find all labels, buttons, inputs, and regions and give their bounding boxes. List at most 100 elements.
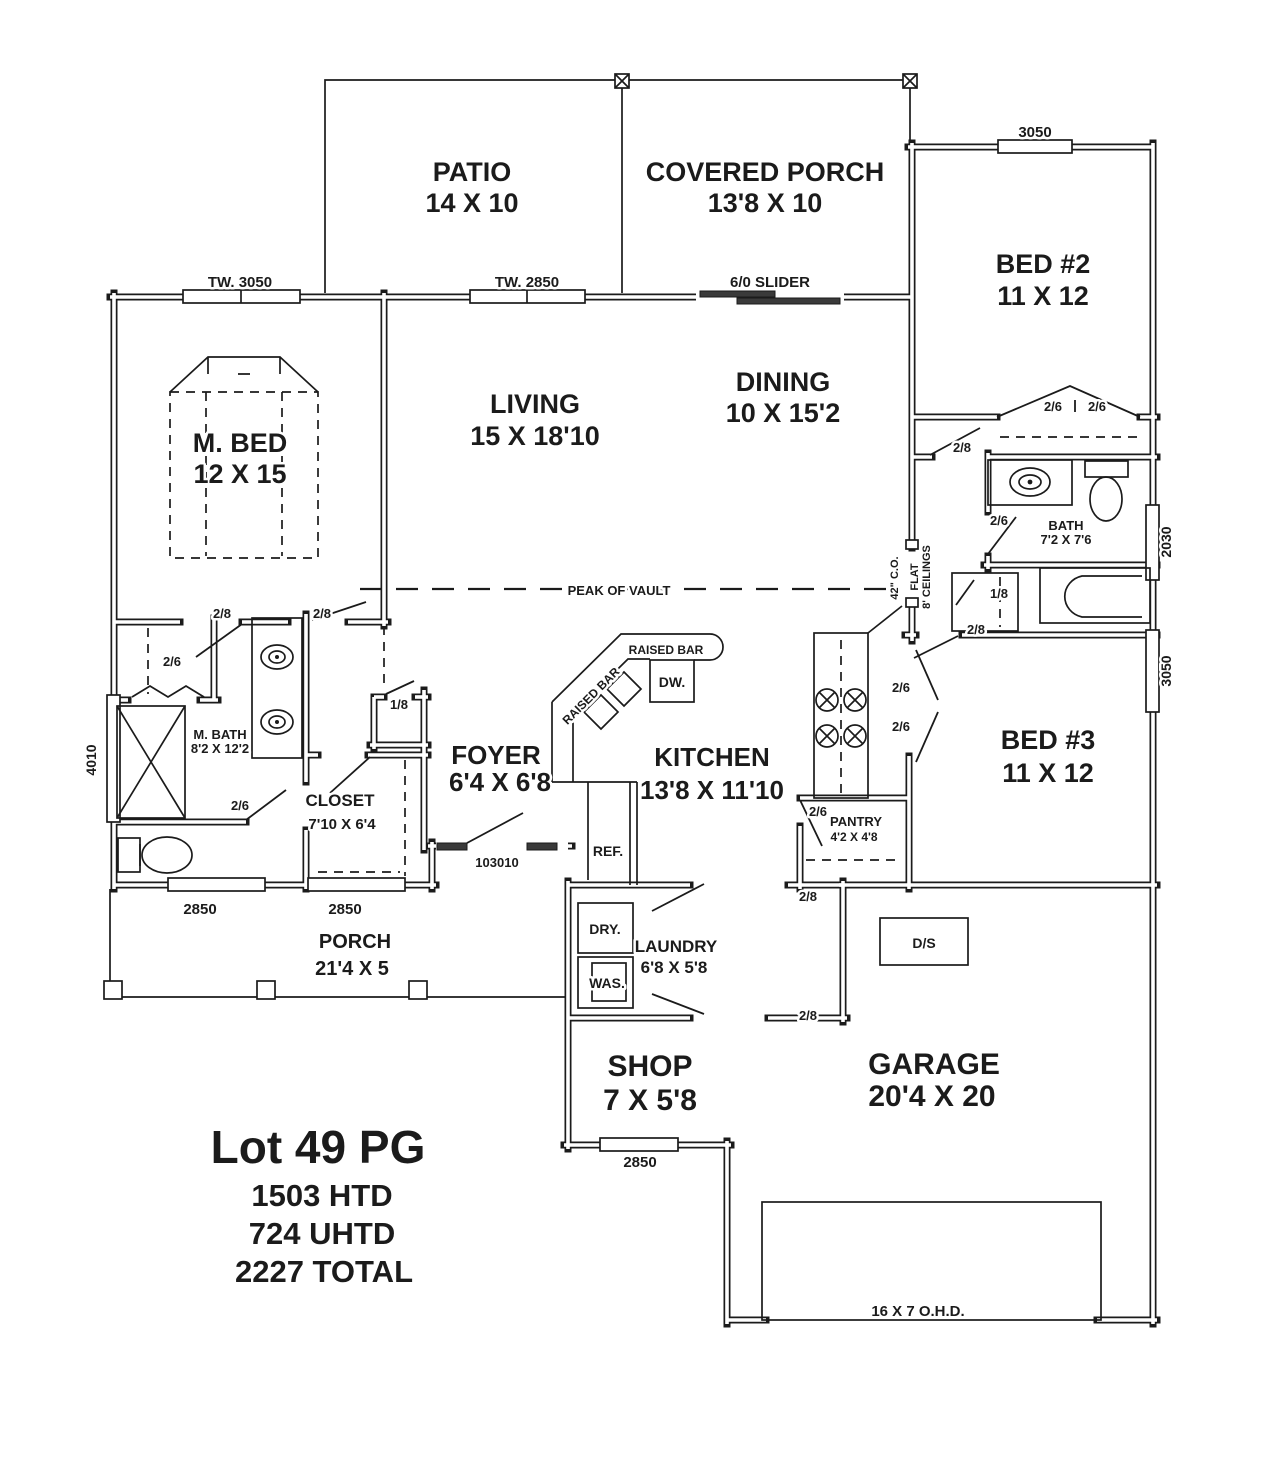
window-label-tw3050: TW. 3050 [208, 274, 272, 291]
range-burners [815, 688, 867, 748]
labels: PATIO 14 X 10 COVERED PORCH 13'8 X 10 BE… [81, 122, 1177, 1323]
room-dims-pantry: 4'2 X 4'8 [830, 830, 877, 844]
room-label-dining: DINING [736, 367, 831, 397]
dryer-box [577, 902, 634, 954]
room-label-kitchen: KITCHEN [654, 742, 770, 772]
room-dims-shop: 7 X 5'8 [603, 1084, 697, 1117]
room-label-bed3: BED #3 [1001, 725, 1096, 755]
room-dims-covered-porch: 13'8 X 10 [708, 188, 823, 218]
room-dims-living: 15 X 18'10 [470, 421, 600, 451]
window-label-entry-103010: 103010 [475, 855, 518, 870]
window-label-porch-2850-a: 2850 [183, 901, 216, 918]
sink-basin [605, 670, 643, 708]
room-dims-porch: 21'4 X 5 [315, 958, 389, 980]
window-label-bath-2030: 2030 [1158, 526, 1174, 557]
door-label-hall-closet-left: 2/6 [1044, 399, 1062, 414]
room-dims-bed2: 11 X 12 [997, 281, 1089, 311]
master-shower [116, 705, 186, 819]
dishwasher-box [649, 659, 695, 703]
room-dims-kitchen: 13'8 X 11'10 [640, 775, 784, 805]
door-label-coat: 1/8 [390, 697, 408, 712]
dashed-lines [147, 436, 1138, 876]
window-label-bed2-3050: 3050 [1018, 124, 1051, 141]
room-dims-dining: 10 X 15'2 [726, 398, 841, 428]
door-label-bath-linen: 1/8 [990, 586, 1008, 601]
room-dims-closet: 7'10 X 6'4 [308, 816, 376, 833]
room-label-closet: CLOSET [306, 791, 376, 810]
master-vanity [251, 617, 303, 759]
drop-step-box [879, 917, 969, 966]
range-counter [813, 632, 869, 799]
annotation-drop-step: D/S [912, 935, 935, 951]
door-label-kitchen-b: 2/6 [892, 719, 910, 734]
room-label-patio: PATIO [433, 157, 512, 187]
room-label-master-bed: M. BED [193, 428, 288, 458]
kitchen-counters [551, 605, 903, 885]
room-label-porch: PORCH [319, 931, 391, 953]
title-total: 2227 TOTAL [235, 1254, 413, 1289]
room-dims-foyer: 6'4 X 6'8 [449, 767, 551, 797]
door-label-linen-bifold: 2/6 [163, 654, 181, 669]
entry-sidelite [436, 842, 468, 851]
annotation-flat: FLAT [909, 563, 921, 591]
room-label-shop: SHOP [607, 1050, 692, 1083]
front-porch-outline [103, 889, 566, 1000]
title-heated: 1503 HTD [251, 1178, 392, 1213]
door-label-mbath-hall: 2/8 [213, 606, 231, 621]
washer-box [577, 956, 634, 1009]
door-label-hall-closet-right: 2/6 [1088, 399, 1106, 414]
room-label-bath: BATH [1048, 518, 1083, 533]
room-label-pantry: PANTRY [830, 814, 882, 829]
bath-vanity [987, 459, 1073, 506]
door-label-kitchen-a: 2/6 [892, 680, 910, 695]
title-unheated: 724 UHTD [249, 1216, 395, 1251]
room-dims-bed3: 11 X 12 [1002, 758, 1094, 788]
room-dims-bath: 7'2 X 7'6 [1041, 532, 1092, 547]
window-label-tw2850: TW. 2850 [495, 274, 559, 291]
door-label-bath: 2/6 [990, 513, 1008, 528]
room-dims-patio: 14 X 10 [425, 188, 518, 218]
room-dims-laundry: 6'8 X 5'8 [641, 958, 708, 977]
annotation-cased-opening: 42" C.O. [889, 556, 901, 599]
window-label-bed3-3050: 3050 [1158, 655, 1174, 686]
master-toilet [117, 836, 193, 874]
door-label-water-closet: 2/6 [231, 798, 249, 813]
room-dims-master-bath: 8'2 X 12'2 [191, 741, 249, 756]
room-label-garage: GARAGE [868, 1048, 1000, 1081]
annotation-peak-of-vault: PEAK OF VAULT [568, 583, 671, 598]
windows [106, 139, 1160, 1152]
title-lot: Lot 49 PG [211, 1121, 426, 1173]
door-leaves [131, 385, 1141, 1015]
annotation-raised-bar-top: RAISED BAR [629, 643, 704, 657]
door-label-pantry: 2/6 [809, 804, 827, 819]
room-dims-master-bed: 12 X 15 [193, 459, 286, 489]
slider-panel [699, 290, 776, 298]
laundry-appliances [577, 902, 634, 1009]
annotation-overhead-door: 16 X 7 O.H.D. [871, 1303, 964, 1320]
room-label-foyer: FOYER [451, 740, 541, 770]
hall-linen-box [951, 572, 1019, 632]
room-label-laundry: LAUNDRY [635, 937, 718, 956]
annotation-dryer: DRY. [589, 921, 620, 937]
slider-panel [736, 297, 841, 305]
annotation-dishwasher: DW. [659, 674, 685, 690]
patio-outline [324, 73, 918, 293]
door-label-mbed: 2/8 [313, 606, 331, 621]
window-label-porch-2850-b: 2850 [328, 901, 361, 918]
room-dims-garage: 20'4 X 20 [868, 1080, 995, 1113]
bath-tub [1039, 567, 1151, 624]
room-label-master-bath: M. BATH [193, 727, 246, 742]
room-label-covered-porch: COVERED PORCH [646, 157, 885, 187]
window-label-mbath-4010: 4010 [83, 744, 99, 775]
room-label-living: LIVING [490, 389, 580, 419]
door-label-bed3: 2/8 [967, 622, 985, 637]
overhead-door-panel [761, 1201, 1102, 1321]
annotation-refrigerator: REF. [593, 843, 623, 859]
master-bed-icon [169, 356, 319, 559]
window-label-slider: 6/0 SLIDER [730, 274, 810, 291]
door-label-laundry-bottom: 2/8 [799, 1008, 817, 1023]
room-label-bed2: BED #2 [996, 249, 1091, 279]
entry-sidelite [526, 842, 558, 851]
